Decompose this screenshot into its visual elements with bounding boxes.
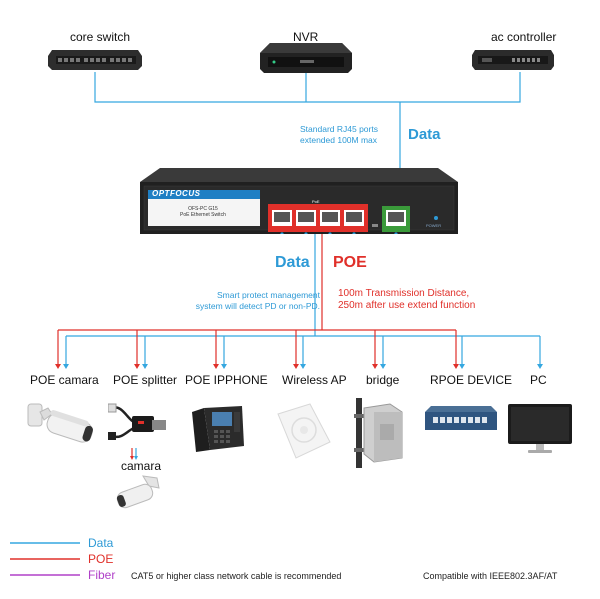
rj45-note-line-2: extended 100M max [300, 135, 378, 145]
legend-data-label: Data [88, 536, 114, 550]
device-label-pc: PC [530, 373, 547, 387]
poe-switch: OPTFOCUS OFS-PC G15 PoE Ethernet Switch … [140, 168, 458, 234]
poe-camera-image [26, 402, 96, 448]
switch-model-line-2: PoE Ethernet Switch [180, 212, 226, 218]
ac-controller-label: ac controller [491, 30, 557, 44]
distance-note-line-1: 100m Transmission Distance, [338, 288, 470, 299]
poe-title: POE [333, 254, 367, 271]
switch-model-line-1: OFS-PC G15 [188, 206, 218, 212]
smart-note-line-2: system will detect PD or non-PD. [195, 301, 320, 311]
data-title-bottom: Data [275, 254, 310, 271]
switch-power-label: POWER [426, 223, 442, 228]
device-label-rpoe-device: RPOE DEVICE [430, 373, 513, 387]
camera-label: camara [121, 459, 162, 473]
smart-note-line-1: Smart protect management [217, 290, 320, 300]
data-title-top: Data [408, 126, 441, 143]
nvr-label: NVR [293, 30, 319, 44]
compat-note: Compatible with IEEE802.3AF/AT [423, 571, 558, 581]
legend-poe-label: POE [88, 552, 114, 566]
device-label-poe-splitter: POE splitter [113, 373, 178, 387]
cable-note: CAT5 or higher class network cable is re… [131, 571, 342, 581]
ac-controller-device [472, 50, 554, 70]
pc-monitor-image [508, 404, 572, 456]
device-label-wireless-ap: Wireless AP [282, 373, 347, 387]
device-label-poe-ipphone: POE IPPHONE [185, 373, 268, 387]
nvr-device [260, 43, 352, 73]
smart-protect-note: Smart protect management system will det… [190, 290, 320, 312]
rj45-note: Standard RJ45 ports extended 100M max [300, 124, 378, 146]
rj45-note-line-1: Standard RJ45 ports [300, 124, 378, 134]
switch-poe-label: PoE [312, 199, 320, 204]
device-label-poe-camera: POE camara [30, 373, 99, 387]
ip-phone-image [188, 402, 246, 454]
legend-fiber-label: Fiber [88, 568, 116, 582]
core-switch-label: core switch [70, 30, 131, 44]
core-switch-device [48, 50, 142, 70]
wireless-ap-image [270, 402, 332, 460]
switch-brand: OPTFOCUS [152, 189, 201, 198]
bridge-image [350, 398, 410, 468]
distance-note: 100m Transmission Distance, 250m after u… [338, 288, 475, 312]
camera-image [113, 474, 161, 512]
switch-model: OFS-PC G15 PoE Ethernet Switch [180, 206, 226, 218]
poe-splitter-image [108, 400, 168, 450]
device-label-bridge: bridge [366, 373, 400, 387]
rpoe-device-image [425, 406, 497, 432]
splitter-arrows-icon [130, 448, 138, 462]
distance-note-line-2: 250m after use extend function [338, 300, 476, 311]
